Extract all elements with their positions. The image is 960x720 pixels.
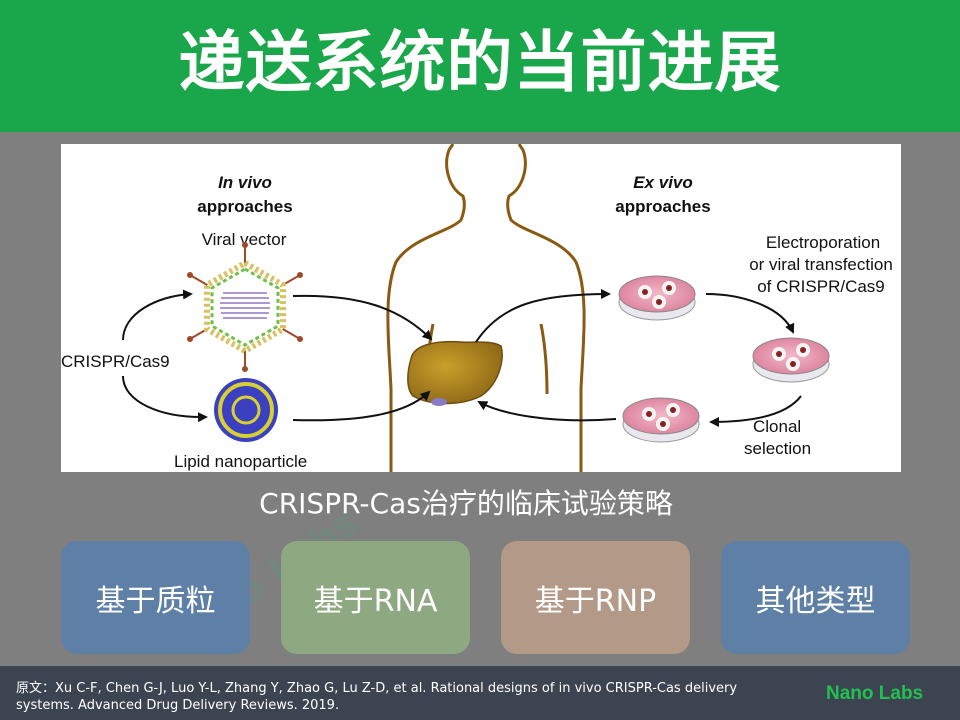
- card-rnp[interactable]: 基于RNP: [501, 541, 690, 654]
- arrow-dish-to-dish-return: [709, 395, 802, 427]
- viral-vector-label: Viral vector: [202, 230, 287, 249]
- title-bar: [0, 0, 960, 132]
- electroporation-line-1: Electroporation: [766, 233, 880, 252]
- arrow-crispr-to-lnp: [122, 375, 208, 423]
- arrow-dish-to-liver: [477, 401, 617, 422]
- arrow-dish-to-dish: [705, 293, 795, 334]
- petri-dish-icon: [618, 275, 696, 321]
- arrow-virus-to-liver: [292, 294, 433, 341]
- clonal-label-2: selection: [744, 439, 811, 458]
- lipid-nanoparticle-icon: [214, 378, 278, 442]
- electroporation-line-3: of CRISPR/Cas9: [757, 277, 885, 296]
- ex-vivo-subtitle: approaches: [615, 197, 710, 216]
- clonal-label-1: Clonal: [753, 417, 801, 436]
- electroporation-line-2: or viral transfection: [749, 255, 893, 274]
- in-vivo-title: In vivo: [218, 173, 272, 192]
- card-other[interactable]: 其他类型: [721, 541, 910, 654]
- arrow-liver-to-dish: [475, 289, 611, 343]
- viral-vector-icon: [187, 242, 303, 372]
- page-title: 递送系统的当前进展: [178, 24, 782, 101]
- crispr-cas9-label: CRISPR/Cas9: [61, 352, 170, 371]
- lipid-nanoparticle-label: Lipid nanoparticle: [174, 452, 307, 471]
- ex-vivo-title: Ex vivo: [633, 173, 693, 192]
- brand-label: Nano Labs: [826, 683, 924, 704]
- card-rna[interactable]: 基于RNA: [281, 541, 470, 654]
- human-silhouette: [386, 144, 586, 472]
- footer-bar: [0, 666, 960, 720]
- card-plasmid[interactable]: 基于质粒: [61, 541, 250, 654]
- arrow-lnp-to-liver: [292, 390, 431, 422]
- liver-icon: [407, 340, 503, 406]
- arrow-crispr-to-virus: [122, 289, 193, 341]
- petri-dish-icon: [752, 337, 830, 383]
- human-arm-right: [539, 323, 549, 395]
- crispr-delivery-diagram: In vivo approaches Viral vector CRISPR/C…: [61, 144, 893, 472]
- in-vivo-subtitle: approaches: [197, 197, 292, 216]
- petri-dish-icon: [622, 397, 700, 443]
- figure-panel: In vivo approaches Viral vector CRISPR/C…: [61, 144, 901, 472]
- figure-caption: CRISPR-Cas治疗的临床试验策略: [259, 487, 673, 520]
- citation: 原文：Xu C-F, Chen G-J, Luo Y-L, Zhang Y, Z…: [16, 681, 738, 713]
